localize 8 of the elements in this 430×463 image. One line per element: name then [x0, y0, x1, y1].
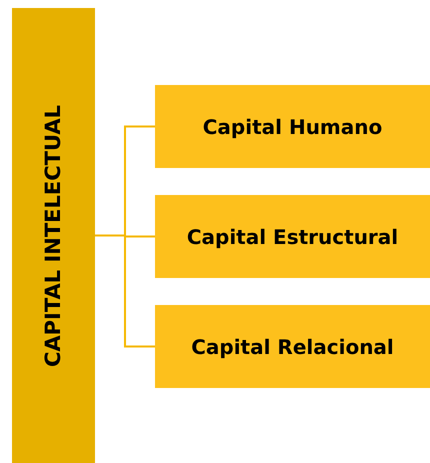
- category-box: [155, 195, 430, 278]
- vertical-bar: [12, 8, 95, 463]
- box-label: Capital Relacional: [191, 334, 394, 358]
- box-label: Capital Estructural: [186, 224, 398, 248]
- box-label: Capital Humano: [202, 114, 382, 138]
- category-box: [155, 305, 430, 388]
- category-box: [155, 85, 430, 168]
- bar-title: CAPITAL INTELECTUAL: [42, 104, 66, 367]
